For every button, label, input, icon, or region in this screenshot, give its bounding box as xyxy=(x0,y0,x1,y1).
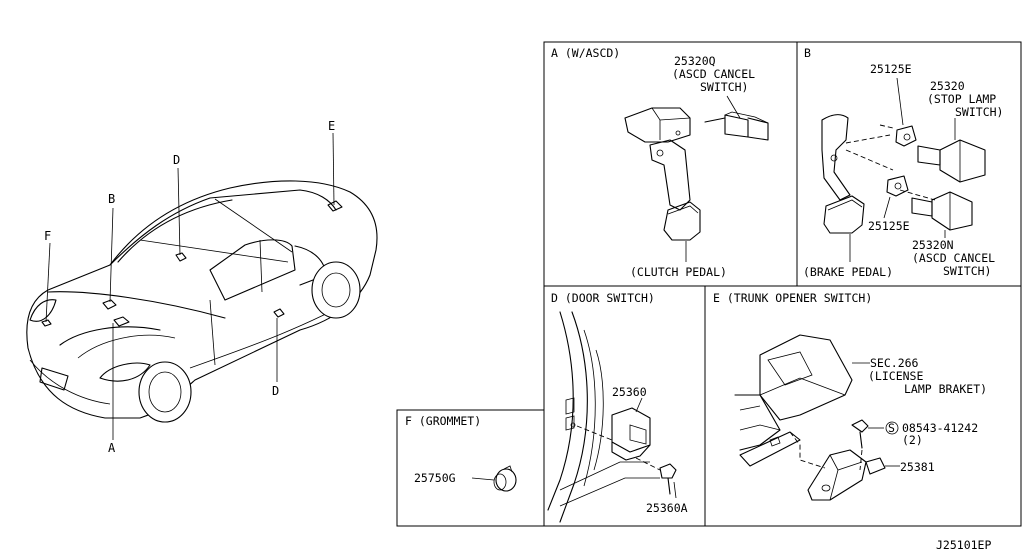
panel-a-part-name-1: (ASCD CANCEL xyxy=(672,67,755,81)
panel-b-ascd-name-1: (ASCD CANCEL xyxy=(912,251,995,265)
panel-e-screw-qty: (2) xyxy=(902,433,923,447)
panel-d-switch-number: 25360 xyxy=(612,385,647,399)
callout-b: B xyxy=(108,192,115,206)
panel-b-ascd-number: 25320N xyxy=(912,238,954,252)
panel-d-screw-number: 25360A xyxy=(646,501,688,515)
panel-b-ascd-name-2: SWITCH) xyxy=(943,264,991,278)
panel-f-title: F (GROMMET) xyxy=(405,414,481,428)
panel-frames xyxy=(396,41,1022,527)
panel-b-stop-number: 25320 xyxy=(930,79,965,93)
panel-e-trunk: E (TRUNK OPENER SWITCH) SEC.266 (LICENSE… xyxy=(713,291,987,501)
panel-f-grommet: F (GROMMET) 25750G xyxy=(405,414,517,492)
panel-a-part-number: 25320Q xyxy=(674,54,716,68)
callout-d-bottom: D xyxy=(272,384,279,398)
panel-e-screw-number: 08543-41242 xyxy=(902,421,978,435)
panel-b-brake: B 25125E 25320 (STOP LAMP SWITCH) 25125E xyxy=(803,46,1003,279)
panel-a-part-name-2: SWITCH) xyxy=(700,80,748,94)
panel-e-sec-2: (LICENSE xyxy=(868,369,923,383)
panel-b-clip-bottom: 25125E xyxy=(868,219,910,233)
callout-e: E xyxy=(328,119,335,133)
panel-b-stop-name-2: SWITCH) xyxy=(955,105,1003,119)
panel-b-pedal-label: (BRAKE PEDAL) xyxy=(803,265,893,279)
panel-b-clip-top: 25125E xyxy=(870,62,912,76)
panel-e-sec-1: SEC.266 xyxy=(870,356,919,370)
panel-a-pedal-label: (CLUTCH PEDAL) xyxy=(630,265,727,279)
panel-e-title: E (TRUNK OPENER SWITCH) xyxy=(713,291,872,305)
panel-d-title: D (DOOR SWITCH) xyxy=(551,291,655,305)
panel-e-switch-number: 25381 xyxy=(900,460,935,474)
panel-e-screw-symbol: S xyxy=(888,421,895,435)
panel-f-grommet-number: 25750G xyxy=(414,471,456,485)
car-illustration: B A D E D F xyxy=(26,119,378,455)
panel-e-sec-3: LAMP BRAKET) xyxy=(904,382,987,396)
panel-a-clutch: A (W/ASCD) 25320Q (ASCD CANCEL SWITCH) (… xyxy=(551,46,769,279)
panel-a-title: A (W/ASCD) xyxy=(551,46,620,60)
callout-a: A xyxy=(108,441,116,455)
callout-d-top: D xyxy=(173,153,180,167)
diagram-id: J25101EP xyxy=(936,538,991,552)
callout-f: F xyxy=(44,229,51,243)
panel-b-stop-name-1: (STOP LAMP xyxy=(927,92,996,106)
panel-b-title: B xyxy=(804,46,811,60)
panel-d-door: D (DOOR SWITCH) 25360 25360A xyxy=(547,291,688,523)
